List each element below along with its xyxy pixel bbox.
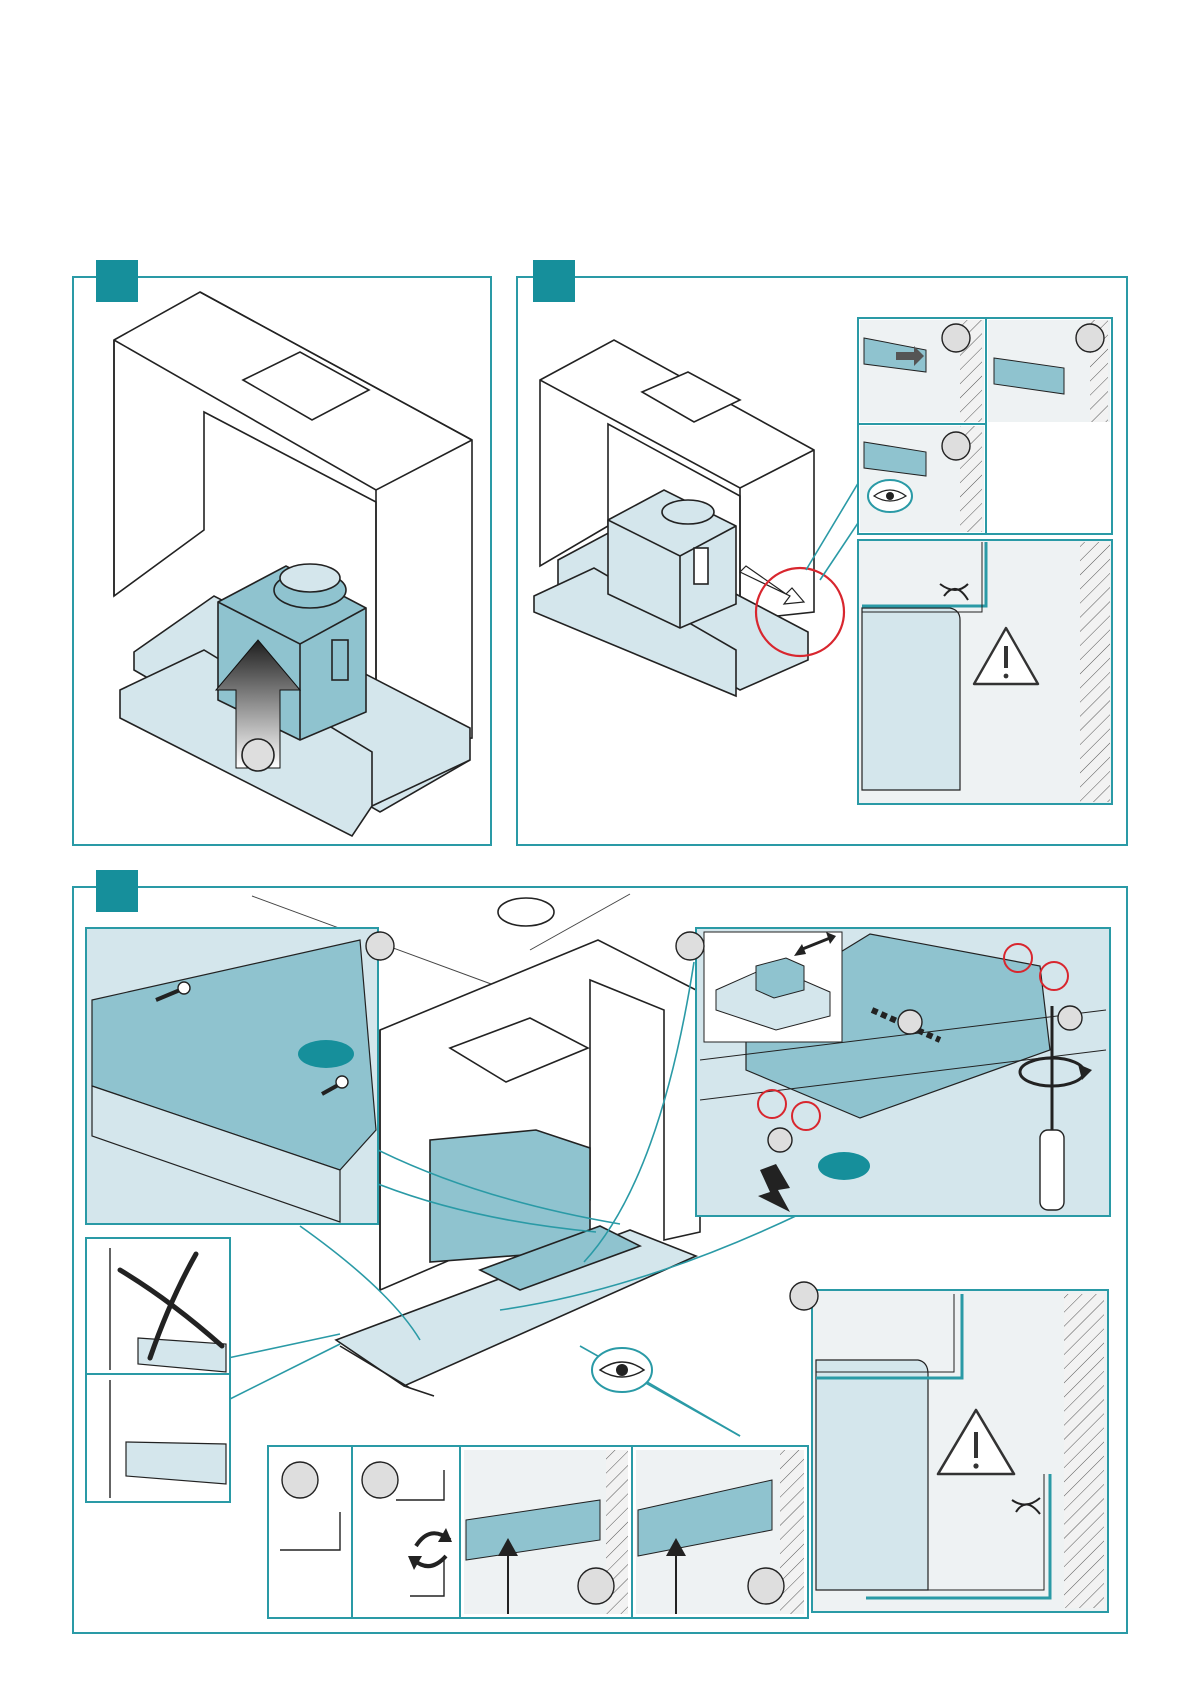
step-3-detail-left bbox=[86, 1238, 230, 1502]
step-1-illustration bbox=[114, 292, 472, 836]
step-3-warning-detail bbox=[790, 1282, 1108, 1612]
eye-icon bbox=[592, 1348, 652, 1392]
step-3-detail-top-left bbox=[86, 928, 394, 1224]
callout-circle bbox=[242, 739, 274, 771]
step-2-illustration bbox=[534, 340, 814, 696]
step-3-detail-top-right bbox=[676, 928, 1110, 1216]
step-3-bottom-details bbox=[268, 1446, 808, 1618]
eye-icon bbox=[868, 480, 912, 512]
